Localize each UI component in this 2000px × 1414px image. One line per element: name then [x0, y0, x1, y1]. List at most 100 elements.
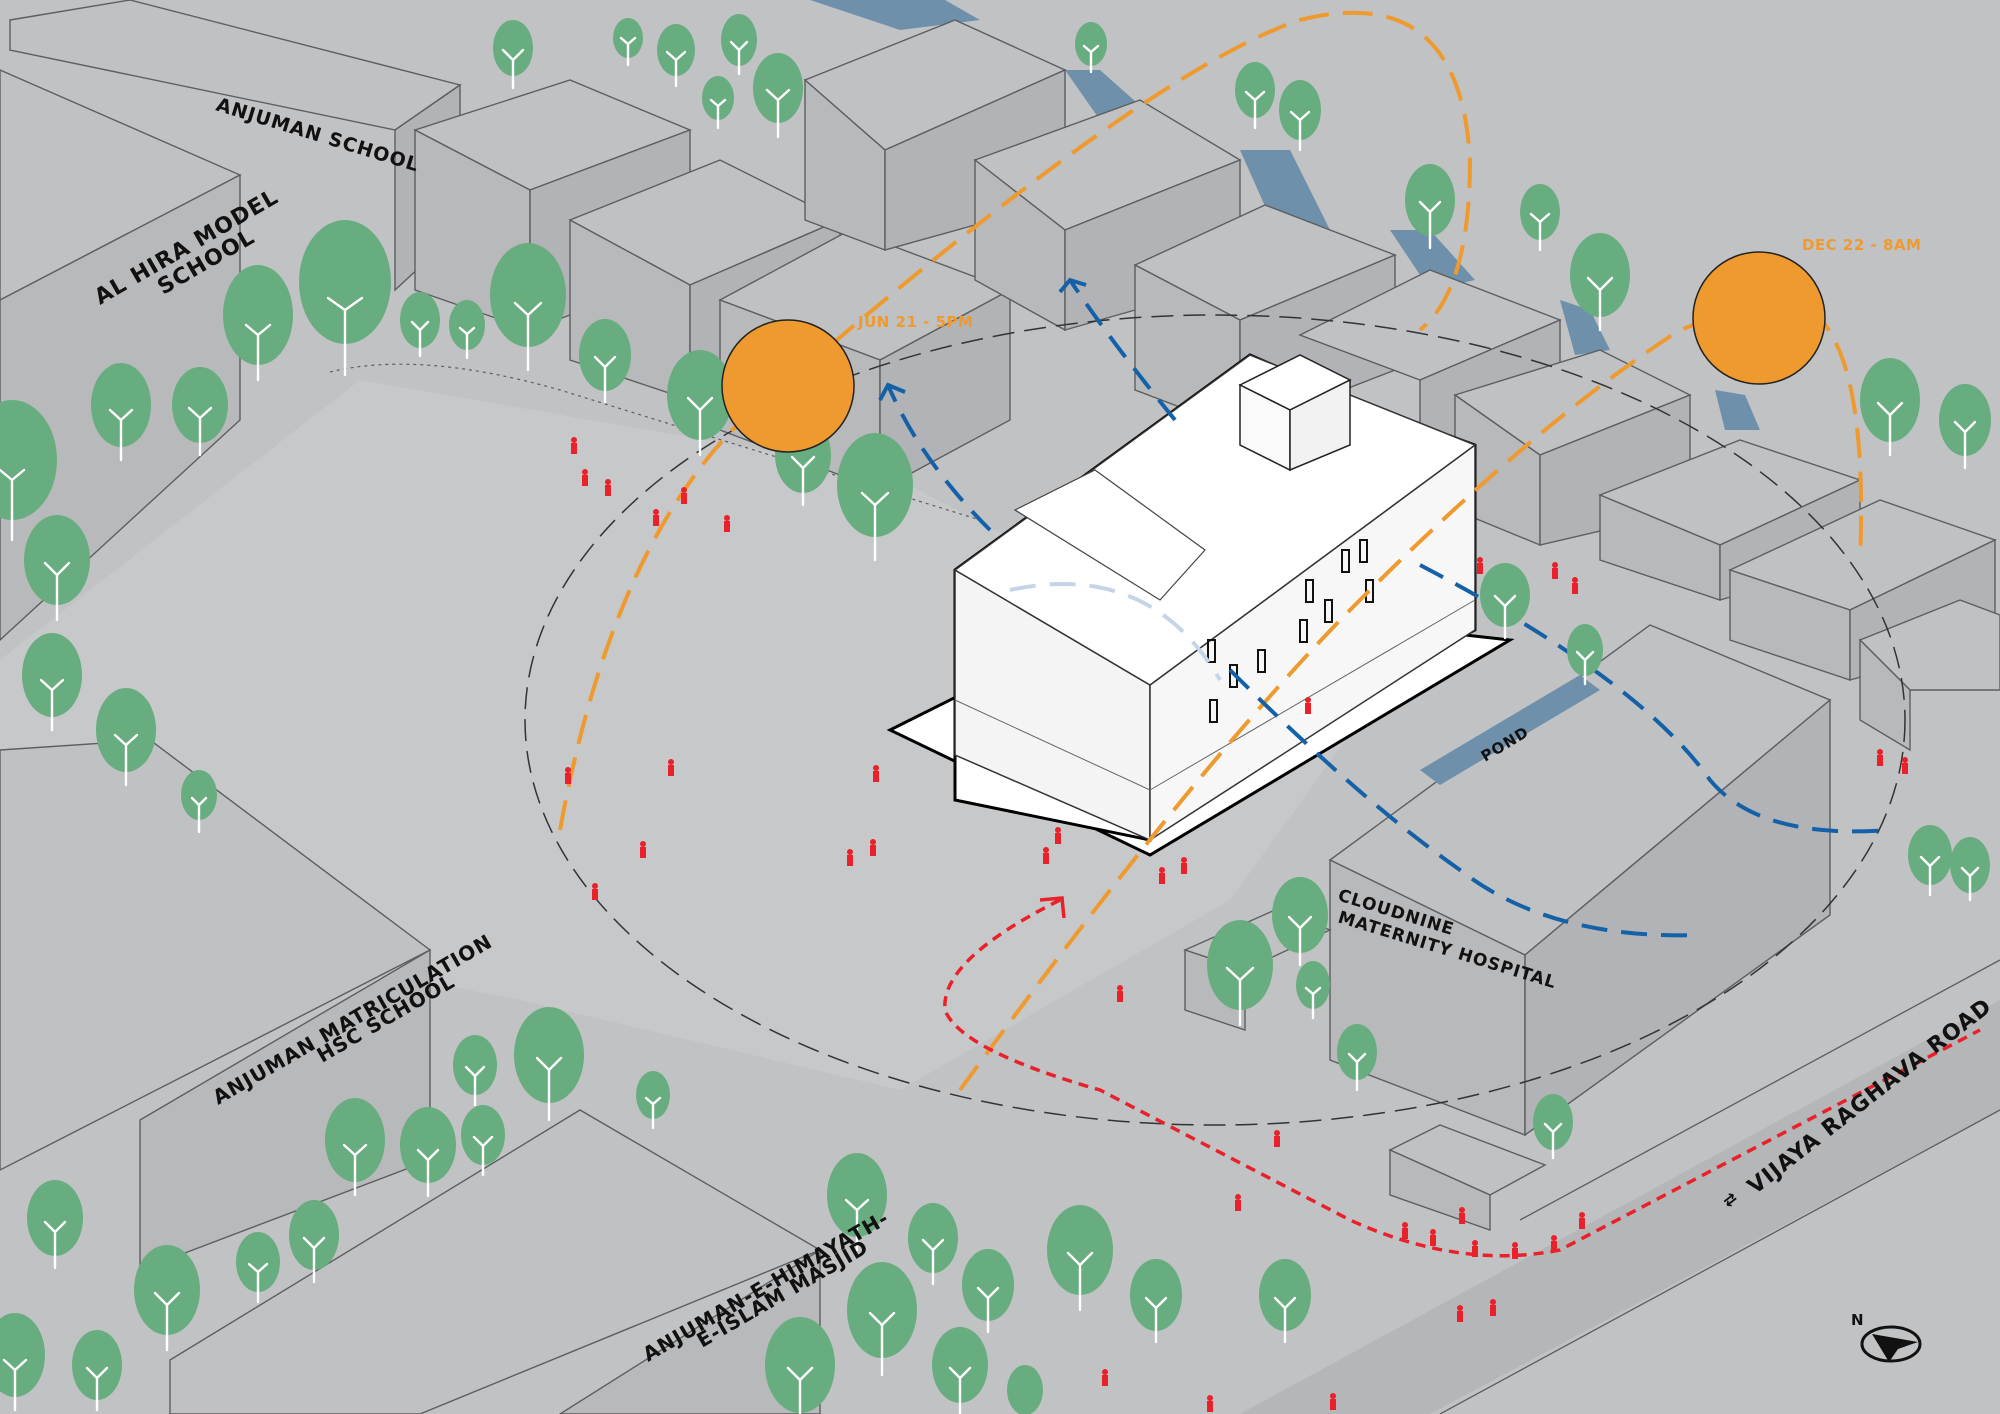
- hospital-building: [1183, 624, 1832, 1231]
- tree-icon: [172, 367, 228, 457]
- tree-icon: [1950, 837, 1990, 902]
- sun-label-dec22: DEC 22 - 8AM: [1802, 236, 1921, 254]
- tree-icon: [827, 1153, 887, 1252]
- tree-icon: [1075, 22, 1107, 74]
- tree-icon: [236, 1232, 280, 1304]
- person-icon: [870, 839, 876, 856]
- tree-icon: [490, 243, 566, 372]
- tree-icon: [1533, 1094, 1573, 1160]
- person-icon: [571, 437, 577, 454]
- tree-icon: [579, 319, 631, 404]
- person-icon: [724, 515, 730, 532]
- tree-icon: [1130, 1259, 1182, 1344]
- tree-icon: [667, 350, 733, 457]
- tree-icon: [24, 515, 90, 622]
- wind-paths: [886, 278, 1891, 938]
- person-icon: [1235, 1194, 1241, 1211]
- sun-icon: [1692, 251, 1826, 385]
- tree-icon: [721, 14, 757, 76]
- tree-icon: [932, 1327, 988, 1414]
- person-icon: [1552, 562, 1558, 579]
- person-icon: [605, 479, 611, 496]
- tree-icon: [449, 300, 485, 360]
- tree-icon: [1939, 384, 1991, 470]
- tree-icon: [289, 1200, 339, 1284]
- tree-icon: [1520, 184, 1560, 252]
- person-icon: [1305, 697, 1311, 714]
- person-icon: [1457, 1305, 1463, 1322]
- tree-icon: [753, 53, 803, 139]
- person-icon: [1117, 985, 1123, 1002]
- tree-icon: [400, 1107, 456, 1198]
- pedestrian-arrow-icon: [1039, 896, 1066, 919]
- tree-icon: [1570, 233, 1630, 332]
- road: [1240, 959, 2000, 1414]
- person-icon: [1472, 1240, 1478, 1257]
- person-icon: [1551, 1235, 1557, 1252]
- person-icon: [1477, 557, 1483, 574]
- person-icon: [592, 883, 598, 900]
- tree-icon: [1272, 877, 1328, 967]
- person-icon: [1043, 847, 1049, 864]
- sun-label-jun21: JUN 21 - 5PM: [857, 313, 973, 331]
- pedestrian-path: [943, 898, 1981, 1258]
- person-icon: [1459, 1207, 1465, 1224]
- tree-icon: [299, 220, 391, 377]
- tree-icon: [1047, 1205, 1113, 1312]
- person-icon: [668, 759, 674, 776]
- tree-icon: [1908, 825, 1952, 897]
- people: [565, 437, 1908, 1412]
- person-icon: [1877, 749, 1883, 766]
- person-icon: [1572, 577, 1578, 594]
- trees: [0, 14, 1991, 1414]
- buildings-north: [0, 0, 2000, 752]
- tree-icon: [134, 1245, 200, 1352]
- north-label: N: [1851, 1311, 1865, 1329]
- person-icon: [1402, 1222, 1408, 1239]
- person-icon: [1430, 1229, 1436, 1246]
- person-icon: [1330, 1393, 1336, 1410]
- tree-icon: [1860, 358, 1920, 457]
- person-icon: [1902, 757, 1908, 774]
- canal: [810, 0, 1760, 430]
- person-icon: [582, 469, 588, 486]
- tree-icon: [1207, 920, 1273, 1027]
- sun-paths: [558, 10, 1864, 1092]
- tree-icon: [657, 24, 695, 88]
- tree-icon: [91, 363, 151, 462]
- tree-icon: [765, 1317, 835, 1414]
- wind-arrowheads: [878, 277, 1087, 401]
- tree-icon: [1567, 624, 1603, 686]
- person-icon: [653, 509, 659, 526]
- tree-icon: [702, 76, 734, 130]
- tree-icon: [636, 1071, 670, 1130]
- sun-dec22: DEC 22 - 8AM: [1692, 236, 1921, 385]
- sun-jun21: JUN 21 - 5PM: [721, 313, 973, 453]
- tree-icon: [908, 1203, 958, 1286]
- person-icon: [1490, 1299, 1496, 1316]
- tree-icon: [453, 1035, 497, 1107]
- tree-icon: [613, 18, 643, 67]
- person-icon: [1055, 827, 1061, 844]
- tree-icon: [514, 1007, 584, 1122]
- tree-icon: [847, 1262, 917, 1377]
- tree-icon: [325, 1098, 385, 1197]
- tree-icon: [96, 688, 156, 787]
- person-icon: [681, 487, 687, 504]
- tree-icon: [1007, 1365, 1043, 1414]
- person-icon: [1159, 867, 1165, 884]
- tree-icon: [22, 633, 82, 732]
- person-icon: [847, 849, 853, 866]
- buildings-south: [0, 739, 822, 1414]
- tree-icon: [461, 1105, 505, 1177]
- person-icon: [1512, 1242, 1518, 1259]
- tree-icon: [400, 292, 440, 358]
- person-icon: [1181, 857, 1187, 874]
- tree-icon: [223, 265, 293, 382]
- person-icon: [1274, 1130, 1280, 1147]
- person-icon: [873, 765, 879, 782]
- tree-icon: [962, 1249, 1014, 1334]
- person-icon: [1579, 1212, 1585, 1229]
